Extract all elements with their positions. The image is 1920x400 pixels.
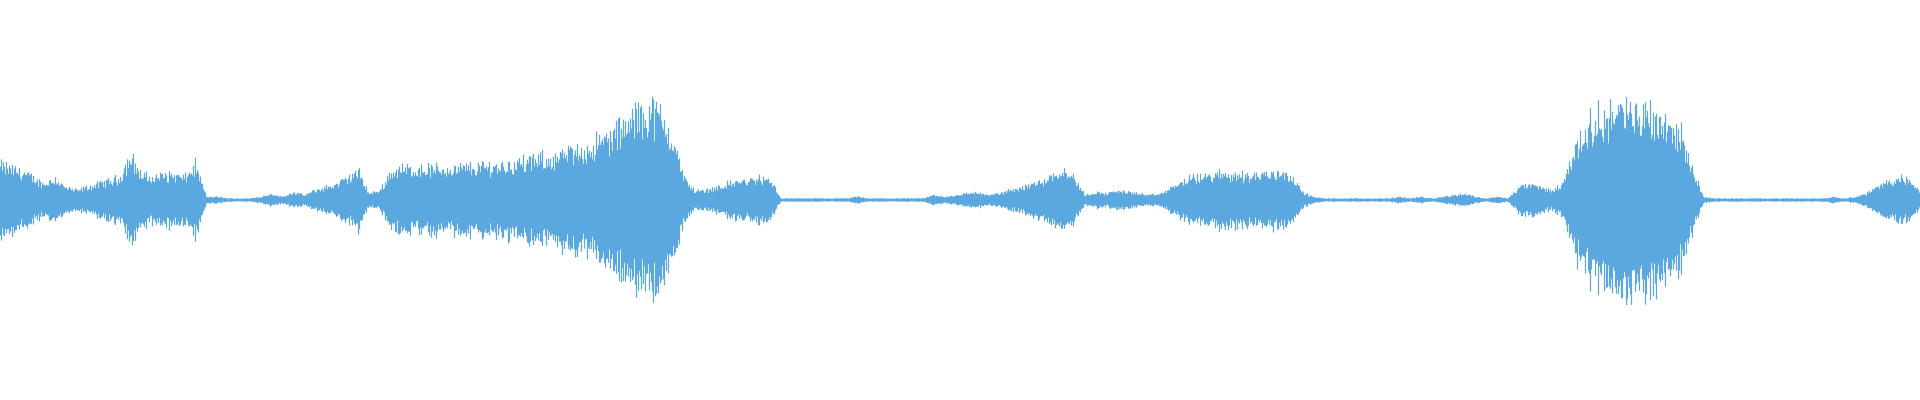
waveform-path xyxy=(0,96,1920,306)
waveform-samples xyxy=(0,96,1920,306)
